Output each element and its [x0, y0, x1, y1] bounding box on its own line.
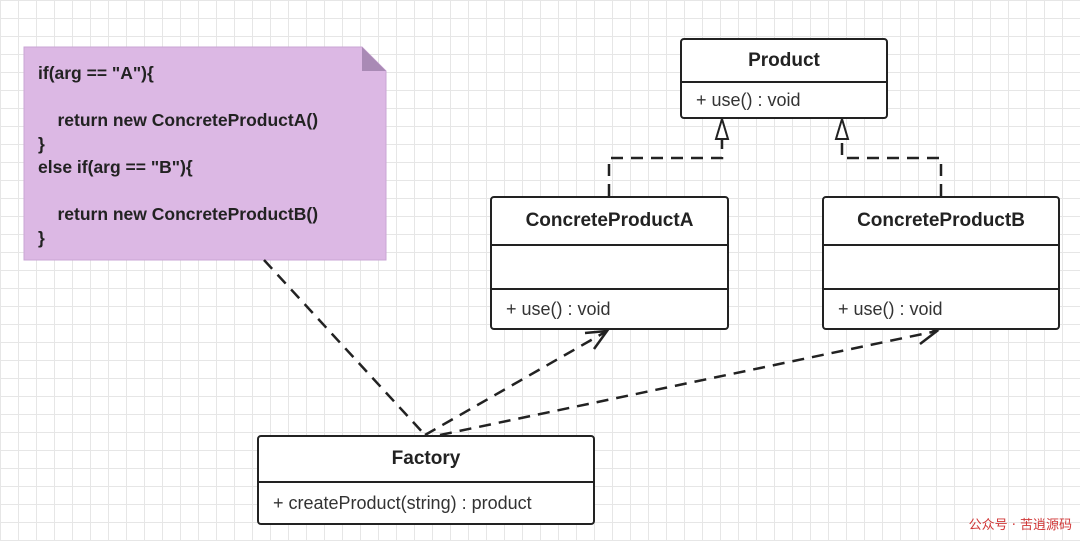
class-concrete-product-a[interactable]: ConcreteProductA + use() : void [490, 196, 729, 330]
watermark: 公众号 · 苦逍源码 [968, 518, 1072, 533]
class-factory[interactable]: Factory + createProduct(string) : produc… [257, 435, 595, 525]
class-product-name: Product [682, 40, 886, 83]
class-concrete-product-b[interactable]: ConcreteProductB + use() : void [822, 196, 1060, 330]
dependency-factory-to-b [439, 321, 940, 437]
realization-b-to-product [834, 115, 943, 196]
note-shape [23, 46, 387, 261]
class-concrete-product-a-method: + use() : void [506, 298, 611, 319]
realization-a-to-product [607, 115, 730, 196]
class-concrete-product-a-attributes [492, 246, 727, 290]
note-link [263, 259, 426, 436]
class-concrete-product-a-name: ConcreteProductA [492, 198, 727, 246]
class-concrete-product-b-name: ConcreteProductB [824, 198, 1058, 246]
note-code-text: if(arg == "A"){ return new ConcreteProdu… [38, 63, 319, 248]
class-factory-method: + createProduct(string) : product [273, 492, 532, 513]
class-product-method: + use() : void [696, 89, 801, 110]
dependency-factory-to-a [424, 329, 610, 437]
class-concrete-product-b-method: + use() : void [838, 298, 943, 319]
class-product[interactable]: Product + use() : void [680, 38, 888, 119]
class-factory-name: Factory [259, 437, 593, 483]
class-concrete-product-b-attributes [824, 246, 1058, 290]
